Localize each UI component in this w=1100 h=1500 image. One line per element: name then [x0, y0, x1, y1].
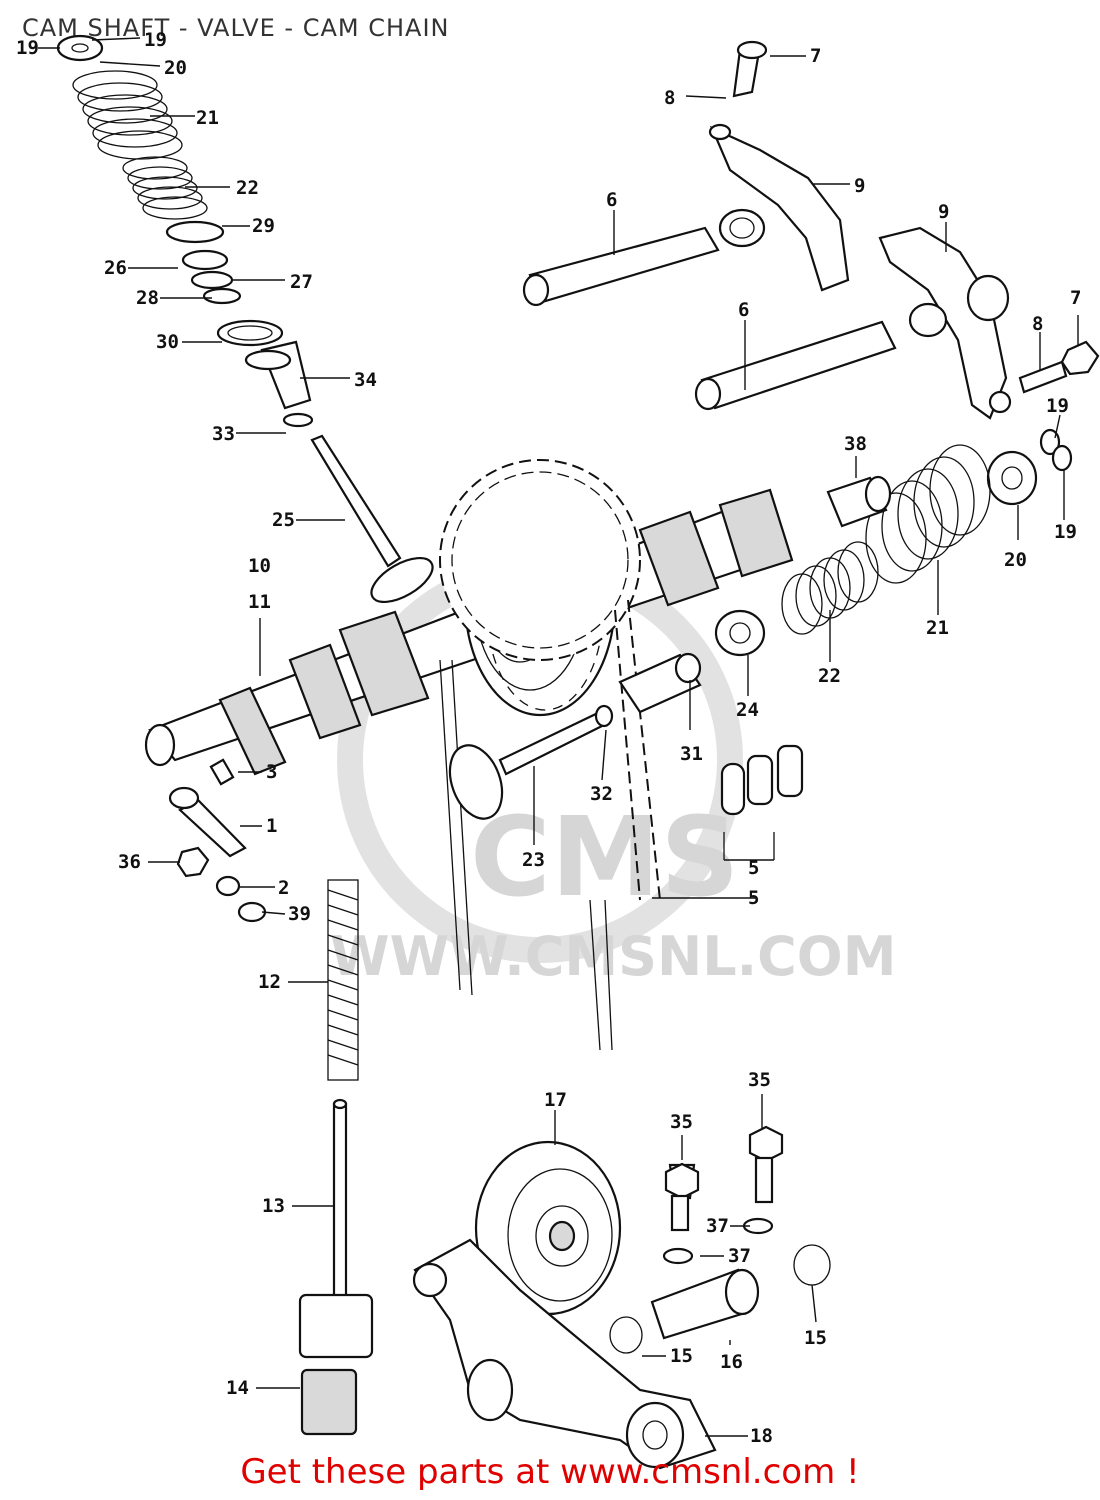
callout: 19: [1054, 521, 1077, 543]
callout: 26: [104, 257, 127, 279]
callout: 33: [212, 423, 235, 445]
inner-spring-22: [122, 156, 208, 220]
callout: 16: [720, 1351, 743, 1373]
callout: 29: [252, 215, 275, 237]
watermark: CMS WWW.CMSNL.COM: [330, 557, 896, 988]
callout: 21: [196, 107, 219, 129]
callout: 32: [590, 783, 613, 805]
tensioner-pulley-group: [412, 1125, 831, 1470]
callout: 15: [670, 1345, 693, 1367]
callout: 18: [750, 1425, 773, 1447]
callout: 5: [748, 887, 759, 909]
callout: 6: [606, 189, 617, 211]
callout: 30: [156, 331, 179, 353]
callout: 8: [664, 87, 675, 109]
watermark-url: WWW.CMSNL.COM: [330, 925, 896, 988]
leader-lines: [38, 37, 1079, 1437]
callout: 20: [1004, 549, 1027, 571]
callout: 27: [290, 271, 313, 293]
exhaust-valve-group: [448, 652, 702, 820]
callout: 9: [854, 175, 865, 197]
callout: 24: [736, 699, 759, 721]
cam-chain-upper: [439, 459, 641, 661]
callout: 19: [1046, 395, 1069, 417]
callout: 21: [926, 617, 949, 639]
callout: 31: [680, 743, 703, 765]
callout: 12: [258, 971, 281, 993]
outer-spring-21-right: [865, 444, 991, 584]
callout: 34: [354, 369, 377, 391]
callout: 37: [728, 1245, 751, 1267]
watermark-logo: CMS: [470, 793, 739, 921]
tappet-adjuster-group: [168, 758, 267, 923]
callout: 22: [236, 177, 259, 199]
footer-promo-text: Get these parts at www.cmsnl.com !: [240, 1452, 860, 1492]
callout: 22: [818, 665, 841, 687]
camshaft-assembly: [144, 459, 794, 1051]
inner-spring-22-right: [781, 541, 879, 635]
callout: 39: [288, 903, 311, 925]
callout: 14: [226, 1377, 249, 1399]
callout: 13: [262, 1195, 285, 1217]
callout: 19: [16, 37, 39, 59]
chain-joint-5: [720, 744, 804, 860]
tensioner-rod-group: [298, 879, 374, 1436]
callout: 25: [272, 509, 295, 531]
callout: 2: [278, 877, 289, 899]
callout: 7: [1070, 287, 1081, 309]
callout: 37: [706, 1215, 729, 1237]
callout: 9: [938, 201, 949, 223]
callout: 1: [266, 815, 277, 837]
callout: 23: [522, 849, 545, 871]
valve-spring-stack-left: [56, 34, 434, 604]
callout: 38: [844, 433, 867, 455]
callout: 5: [748, 857, 759, 879]
callout: 10: [248, 555, 271, 577]
callout: 17: [544, 1089, 567, 1111]
callout: 19: [144, 29, 167, 51]
rocker-arm-group: [522, 40, 1100, 657]
callout: 8: [1032, 313, 1043, 335]
callout: 11: [248, 591, 271, 613]
callout: 7: [810, 45, 821, 67]
tensioner-spring-12: [327, 879, 359, 1081]
callout: 35: [670, 1111, 693, 1133]
callout: 36: [118, 851, 141, 873]
outer-spring-21: [72, 70, 183, 160]
callout: 28: [136, 287, 159, 309]
callout: 15: [804, 1327, 827, 1349]
callout: 6: [738, 299, 749, 321]
callout: 20: [164, 57, 187, 79]
callout-numbers: 19 19 20 21 22 29 26 27 28 30 34 33 25 7…: [16, 29, 1081, 1447]
callout: 35: [748, 1069, 771, 1091]
callout: 3: [266, 761, 277, 783]
